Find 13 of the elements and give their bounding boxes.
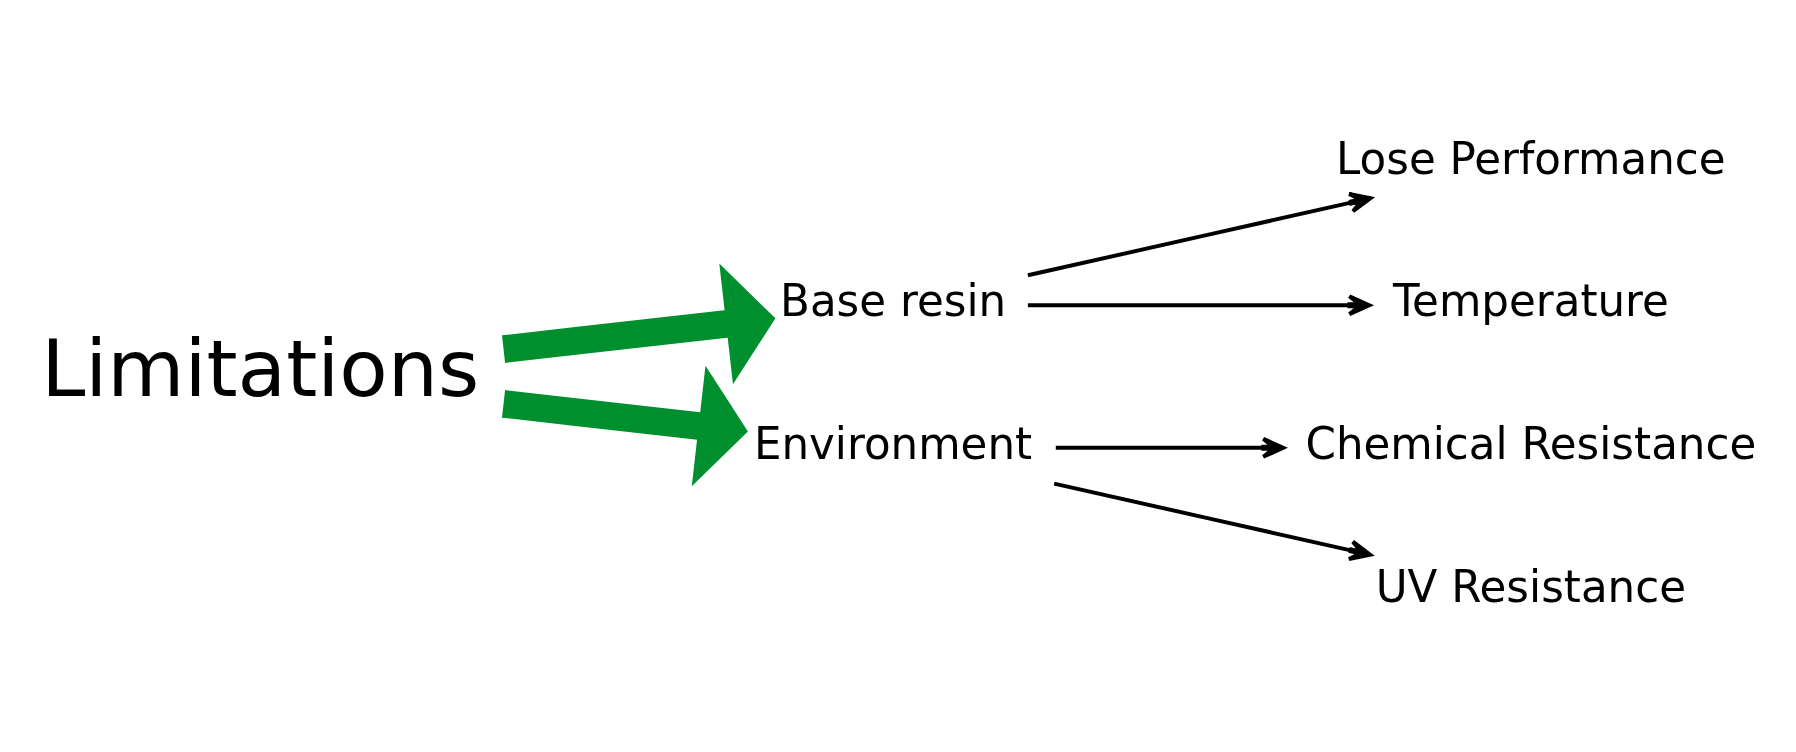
node-text: Chemical Resistance (1305, 418, 1757, 469)
node-text: UV Resistance (1375, 561, 1686, 612)
node-text: Base resin (780, 275, 1007, 326)
arrow (1027, 293, 1372, 316)
node-text: Environment (753, 418, 1033, 469)
arrow (1027, 191, 1373, 277)
arrow (501, 365, 748, 486)
node-text: Temperature (1392, 275, 1669, 326)
arrow (1055, 436, 1286, 459)
arrow (1053, 481, 1373, 561)
node-text: Limitations (41, 321, 480, 415)
arrow (501, 263, 776, 384)
node-text: Lose Performance (1336, 133, 1726, 184)
